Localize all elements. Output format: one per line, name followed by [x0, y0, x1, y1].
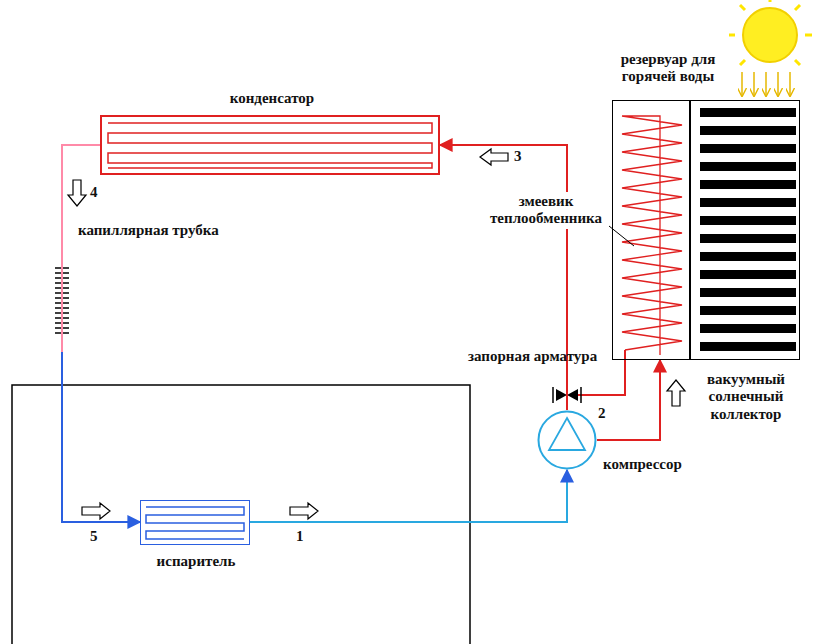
part-label: змеевик теплообменника — [484, 192, 608, 229]
hot-water-tank: резервуар для горячей воды — [612, 100, 690, 360]
pipe-connector — [250, 470, 567, 522]
part-label: запорная арматура — [468, 348, 597, 365]
compressor-outline — [537, 410, 597, 470]
sun — [729, 0, 812, 96]
callout-number: 1 — [296, 528, 312, 545]
evaporator-box: испаритель — [140, 500, 250, 545]
callout-number: 2 — [598, 405, 614, 422]
part-label: капиллярная трубка — [78, 222, 219, 239]
node-label: резервуар для горячей воды — [603, 51, 733, 86]
compressor-symbol: компрессор — [537, 410, 597, 470]
node-label: вакуумный солнечный коллектор — [686, 371, 806, 423]
evaporator-coil — [146, 507, 244, 539]
callout-number: 4 — [90, 184, 106, 201]
pipe-connector — [62, 145, 140, 522]
heat-exchanger-coil — [622, 116, 682, 355]
callout-number: 5 — [90, 528, 106, 545]
condenser-coil — [108, 123, 432, 168]
coil-windings — [622, 116, 682, 355]
solar-collector: вакуумный солнечный коллектор — [690, 100, 800, 360]
node-label: испаритель — [121, 553, 271, 570]
callout-number: 3 — [514, 148, 530, 165]
room-outline — [12, 385, 470, 644]
node-label: компрессор — [603, 456, 713, 473]
collector-tubes — [700, 108, 796, 352]
pipe-connector — [597, 360, 660, 440]
pipe-connector — [440, 145, 567, 410]
flow-arrows — [68, 149, 685, 519]
condenser-box: конденсатор — [100, 115, 440, 175]
node-label: конденсатор — [172, 90, 372, 107]
